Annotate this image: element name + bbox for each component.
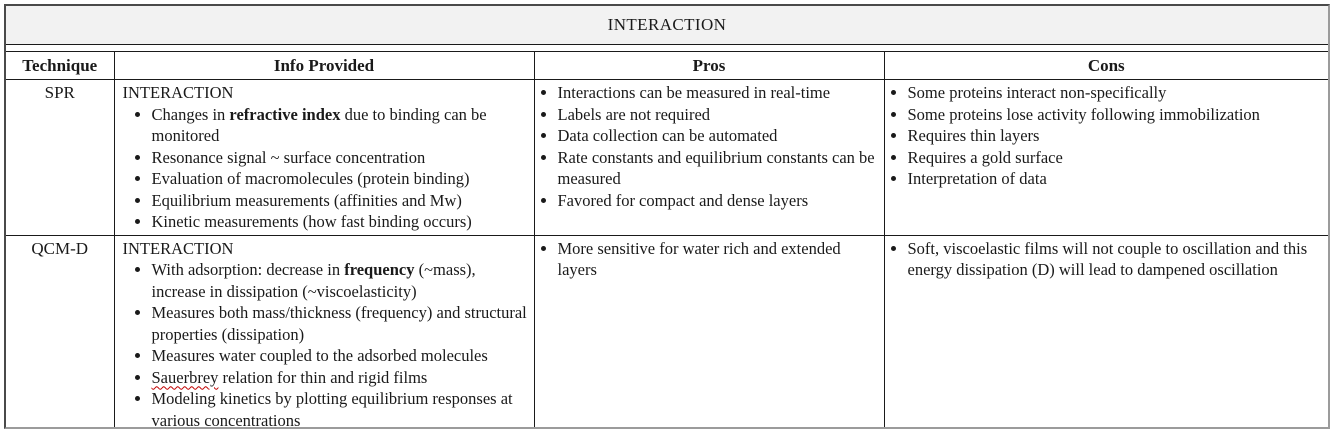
bullet-item: More sensitive for water rich and extend… [558,238,878,281]
bullet-item: Interactions can be measured in real-tim… [558,82,878,104]
pros-list: Interactions can be measured in real-tim… [535,82,878,211]
table-title: INTERACTION [6,6,1328,45]
bullet-item: Some proteins interact non-specifically [908,82,1323,104]
bullet-item: Requires thin layers [908,125,1323,147]
pros-cell: More sensitive for water rich and extend… [533,234,885,427]
spellcheck-underlined-text: Sauerbrey [151,367,219,387]
col-header-technique: Technique [6,51,115,80]
col-header-pros: Pros [533,51,885,80]
bullet-item: Favored for compact and dense layers [558,190,878,212]
col-header-cons: Cons [883,51,1328,80]
cons-cell: Some proteins interact non-specificallyS… [883,79,1328,236]
pros-cell: Interactions can be measured in real-tim… [533,79,885,236]
col-header-info-provided: Info Provided [113,51,535,80]
bullet-item: Interpretation of data [908,168,1323,190]
bold-text: refractive index [229,104,341,124]
table-row-spr: SPR INTERACTION Changes in refractive inde… [6,79,1328,236]
bullet-item: Rate constants and equilibrium constants… [558,147,878,190]
bullet-item: Data collection can be automated [558,125,878,147]
bullet-item: Labels are not required [558,104,878,126]
pros-list: More sensitive for water rich and extend… [535,238,878,281]
info-list: Changes in refractive index due to bindi… [123,104,528,233]
technique-cell: SPR [6,79,115,236]
info-provided-cell: INTERACTION Changes in refractive index d… [113,79,535,236]
bullet-item: Soft, viscoelastic films will not couple… [908,238,1323,281]
info-list: With adsorption: decrease in frequency (… [123,259,528,427]
info-provided-cell: INTERACTIONWith adsorption: decrease in … [113,234,535,427]
bullet-item: Some proteins lose activity following im… [908,104,1323,126]
bullet-item: Equilibrium measurements (affinities and… [152,190,528,212]
bullet-item: Changes in refractive index due to bindi… [152,104,528,147]
technique-cell: QCM-D [6,234,115,427]
header-row: Technique Info Provided Pros Cons [6,51,1328,80]
bullet-item: Modeling kinetics by plotting equilibriu… [152,388,528,427]
cons-list: Soft, viscoelastic films will not couple… [885,238,1323,281]
title-spacer [6,45,1328,51]
bullet-item: Requires a gold surface [908,147,1323,169]
info-cell-heading: INTERACTION [122,238,234,258]
table-row-qcm-d: QCM-DINTERACTIONWith adsorption: decreas… [6,234,1328,427]
bullet-item: Resonance signal ~ surface concentration [152,147,528,169]
bold-text: frequency [344,260,415,279]
bullet-item: Measures water coupled to the adsorbed m… [152,345,528,367]
info-cell-heading: INTERACTION [122,83,234,102]
comparison-table-frame: INTERACTION Technique Info Provided Pros… [4,4,1330,429]
cons-list: Some proteins interact non-specificallyS… [885,82,1323,190]
cons-cell: Soft, viscoelastic films will not couple… [883,234,1328,427]
bullet-item: Kinetic measurements (how fast binding o… [152,211,528,233]
bullet-item: Evaluation of macromolecules (protein bi… [152,168,528,190]
table-body: SPR INTERACTION Changes in refractive inde… [6,79,1328,427]
bullet-item: With adsorption: decrease in frequency (… [152,259,528,302]
bullet-item: Measures both mass/thickness (frequency)… [152,302,528,345]
bullet-item: Sauerbrey relation for thin and rigid fi… [152,367,528,389]
